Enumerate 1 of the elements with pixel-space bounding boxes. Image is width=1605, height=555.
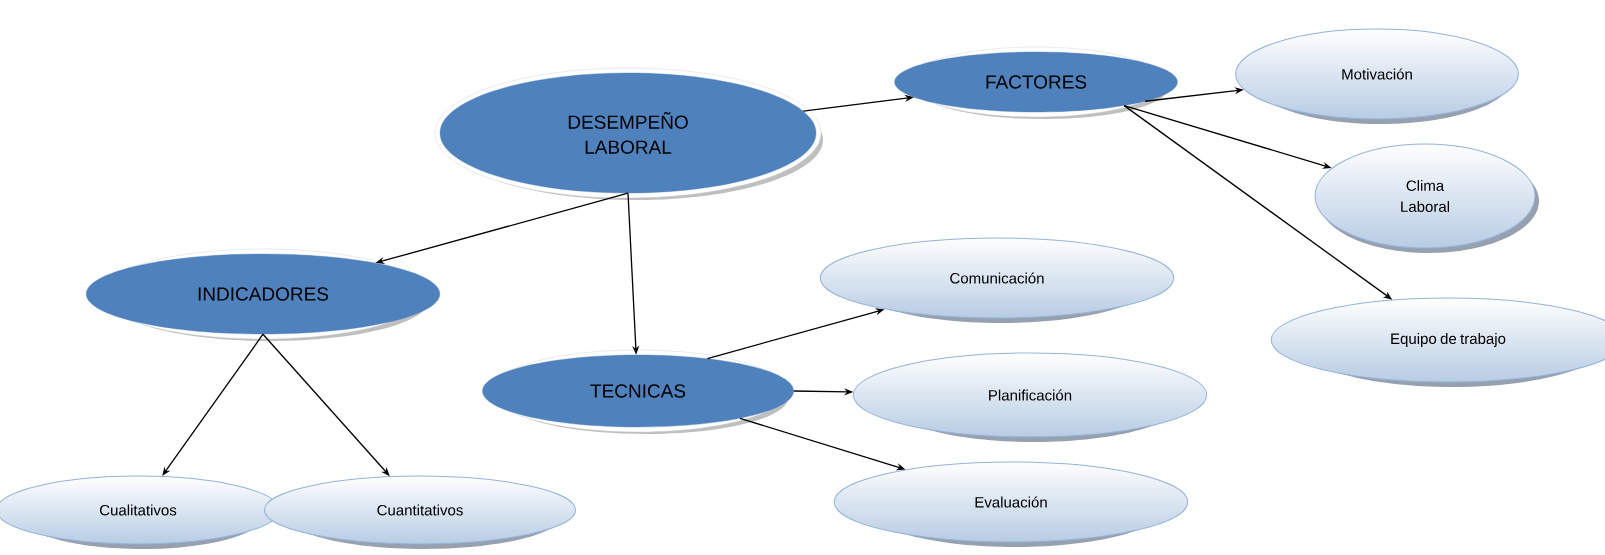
arrow <box>162 333 264 476</box>
